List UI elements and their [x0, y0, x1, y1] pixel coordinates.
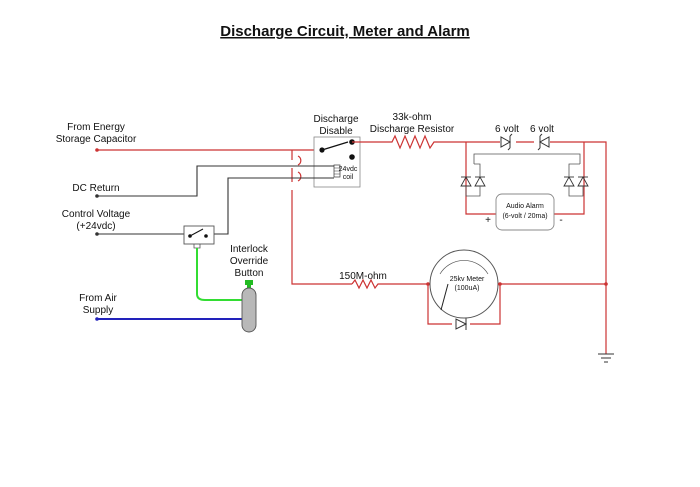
dc-return-label: DC Return [72, 183, 119, 194]
alarm-plus-label: + [485, 215, 491, 226]
coil-feed-wire [213, 177, 334, 235]
meter-resistor-label: 150M-ohm [339, 271, 387, 282]
resistor-label-line1: 33k-ohm [393, 112, 432, 123]
alarm-label-line1: Audio Alarm [506, 203, 544, 210]
relay-label-line1: Discharge [313, 114, 358, 125]
energy-label-line1: From Energy [67, 122, 125, 133]
energy-input-label: From Energy Storage Capacitor [56, 122, 137, 145]
interlock-label-line1: Interlock [230, 244, 269, 255]
discharge-resistor-33k [352, 134, 466, 150]
alarm-housing [495, 193, 555, 231]
ground-return-wire [584, 141, 607, 352]
switch-blade [189, 228, 204, 237]
discharge-disable-relay: Discharge Disable 24vdc coil [313, 114, 361, 188]
bridge-crossover [473, 153, 581, 164]
zener-diode-2 [537, 133, 550, 151]
meter-needle [440, 283, 449, 311]
audio-alarm: Audio Alarm (6-volt / 20ma) + - [485, 193, 563, 231]
zener2-label: 6 volt [530, 124, 554, 135]
air-label-line1: From Air [79, 293, 117, 304]
interlock-label-line2: Override [230, 256, 269, 267]
switch-port [193, 244, 201, 249]
relay-nc-contact [349, 154, 355, 160]
pneumatic-line [196, 248, 249, 301]
override-button-cap [245, 280, 253, 285]
meter-label-line1: 25kv Meter [450, 276, 485, 283]
bridge-left-rail [465, 142, 496, 215]
coil-label-line2: coil [343, 174, 354, 181]
air-label-line2: Supply [83, 305, 114, 316]
interlock-override-button: Interlock Override Button [230, 244, 269, 333]
meter-scale [439, 260, 489, 275]
control-label-line2: (+24vdc) [76, 221, 115, 232]
meter-node-right [498, 282, 502, 286]
interlock-switch [183, 225, 215, 249]
relay-armature [321, 141, 349, 151]
ground-icon [598, 352, 614, 363]
meter-branch-wire [291, 150, 352, 285]
dc-return-wire [97, 165, 334, 197]
meter-shunt-diode [455, 318, 468, 330]
interlock-label-line3: Button [235, 268, 264, 279]
resistor-label-line2: Discharge Resistor [370, 124, 455, 135]
meter-resistor-150m [351, 278, 428, 290]
control-label-line1: Control Voltage [62, 209, 131, 220]
control-voltage-label: Control Voltage (+24vdc) [62, 209, 131, 232]
switch-contact-right [204, 234, 208, 238]
valve-body [241, 287, 257, 333]
relay-label-line2: Disable [319, 126, 353, 137]
override-button-stem [247, 285, 251, 288]
switch-housing [183, 225, 215, 245]
alarm-minus-label: - [559, 215, 562, 226]
meter-shunt-wire [427, 284, 501, 325]
bridge-diodes-left [460, 163, 486, 197]
ground-node [604, 282, 608, 286]
meter-label-line2: (100uA) [455, 285, 480, 292]
energy-label-line2: Storage Capacitor [56, 134, 137, 145]
page-title: Discharge Circuit, Meter and Alarm [220, 23, 470, 40]
zener1-label: 6 volt [495, 124, 519, 135]
zener-diode-1 [500, 133, 513, 151]
bridge-right-rail [554, 142, 585, 215]
alarm-label-line2: (6-volt / 20ma) [502, 213, 547, 220]
kv-meter: 25kv Meter (100uA) [429, 249, 499, 319]
wire-crossover [297, 155, 302, 182]
air-supply-label: From Air Supply [79, 293, 117, 316]
coil-label-line1: 24vdc [339, 166, 358, 173]
coil-windings [334, 167, 340, 175]
bridge-diodes-right [563, 163, 589, 197]
